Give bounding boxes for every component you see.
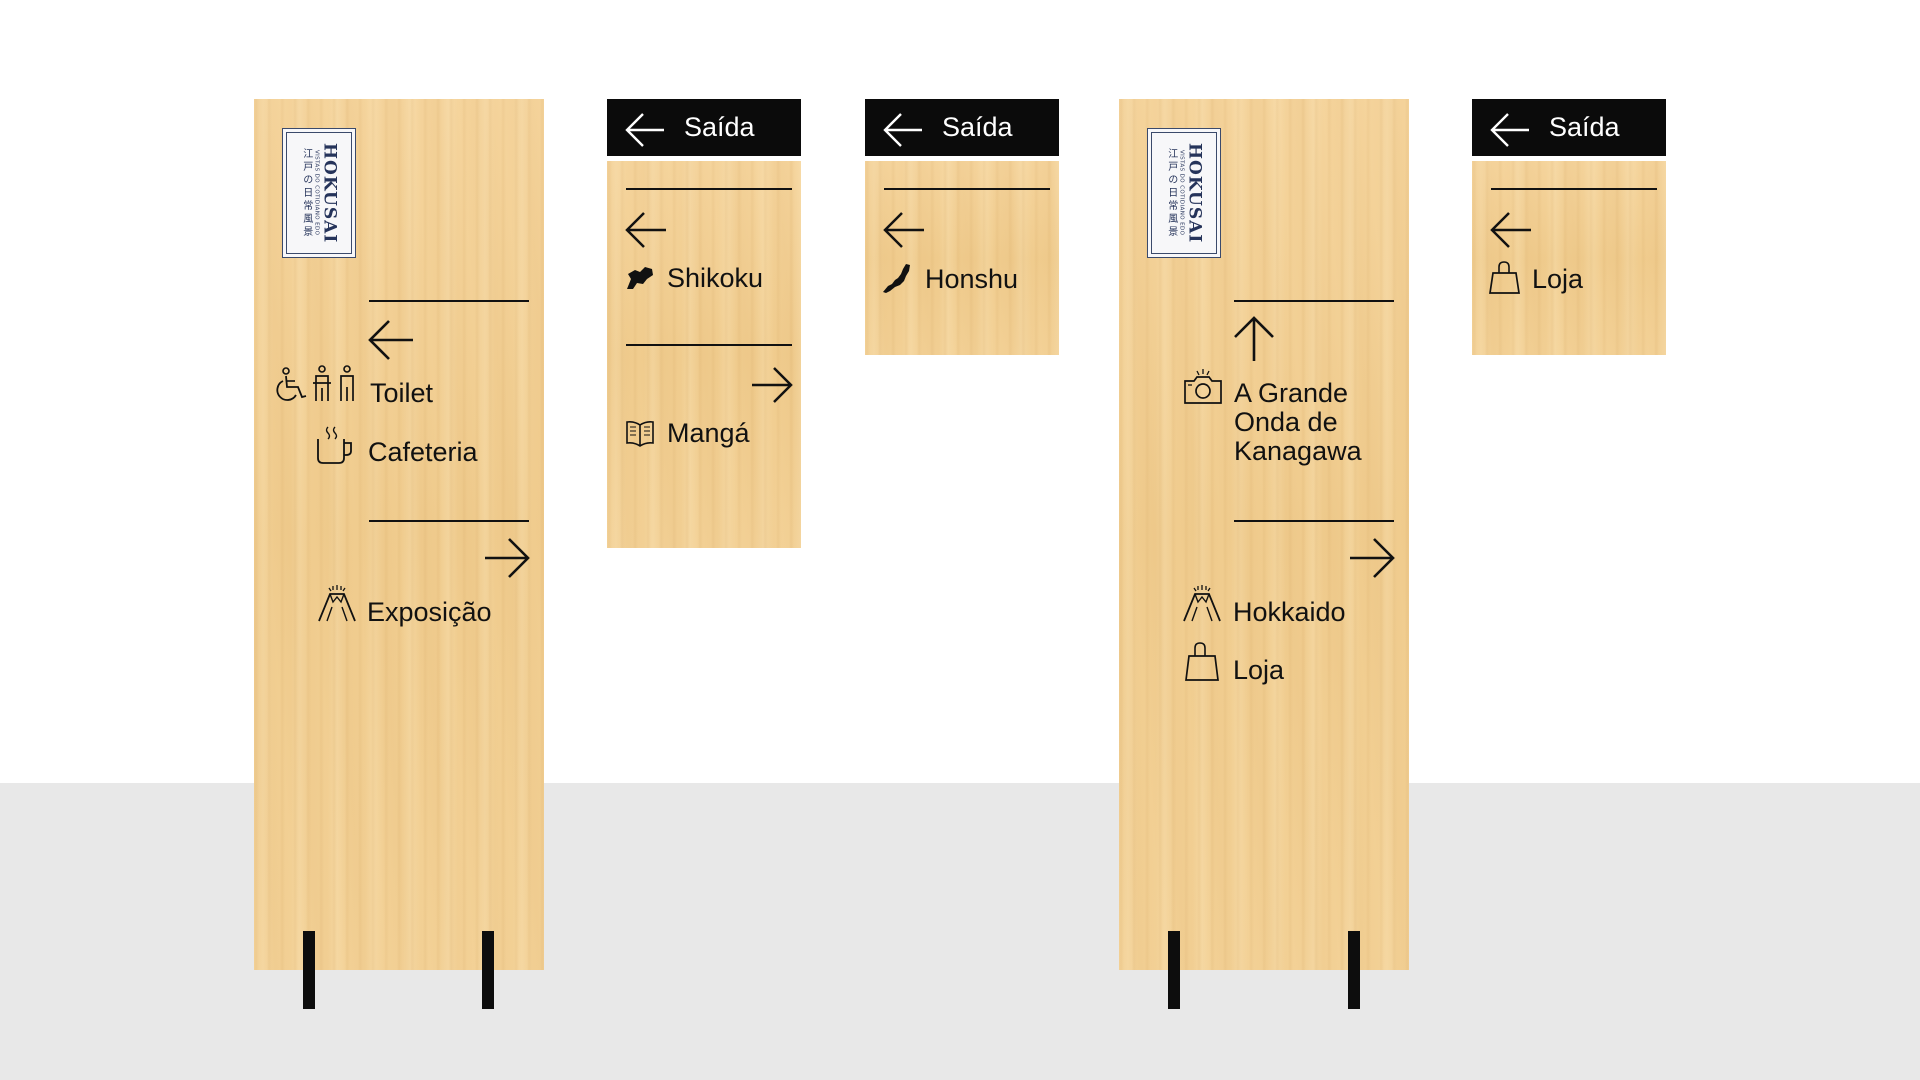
logo-subtitle: VISTAS DO COTIDIANO EDO — [313, 150, 320, 236]
camera-icon — [1184, 369, 1222, 404]
accessible-icon — [276, 367, 307, 401]
honshu-label: Honshu — [925, 264, 1019, 294]
honshu-island-icon — [883, 264, 910, 293]
arrow-right-icon — [752, 367, 793, 403]
logo-subtitle: VISTAS DO COTIDIANO EDO — [1178, 150, 1185, 236]
hanging-sign-1: Saída Shikoku Mangá — [607, 99, 801, 548]
arrow-left-icon — [625, 212, 666, 248]
arrow-left-icon — [883, 212, 924, 248]
logo-japanese: 江戸の日常風景 — [1165, 147, 1177, 239]
divider-rule — [626, 344, 792, 346]
grande-onda-label: A Grande Onda de Kanagawa — [1234, 379, 1404, 466]
cafeteria-label: Cafeteria — [368, 437, 478, 467]
shikoku-label: Shikoku — [667, 263, 764, 293]
hanging-sign-3: Saída Loja — [1472, 99, 1666, 355]
loja-label: Loja — [1233, 655, 1285, 685]
sign-panel: Shikoku Mangá — [607, 161, 801, 548]
wayfinding-pylon-left: HOKUSAI VISTAS DO COTIDIANO EDO 江戸の日常風景 … — [254, 99, 544, 970]
exposicao-label: Exposição — [367, 597, 492, 627]
arrow-left-icon — [625, 113, 664, 147]
restroom-icon — [340, 365, 354, 401]
arrow-left-icon — [883, 113, 922, 147]
exit-header: Saída — [607, 99, 801, 156]
label-line: Kanagawa — [1234, 436, 1362, 466]
divider-rule — [369, 520, 529, 522]
pylon-right-leg — [1168, 931, 1180, 1009]
divider-rule — [626, 188, 792, 190]
open-book-icon — [626, 421, 654, 447]
hokusai-logo: HOKUSAI VISTAS DO COTIDIANO EDO 江戸の日常風景 — [282, 128, 356, 258]
pylon-left-leg — [482, 931, 494, 1009]
arrow-left-icon — [1490, 212, 1531, 248]
label-line: Onda de — [1234, 407, 1338, 437]
logo-japanese: 江戸の日常風景 — [300, 147, 312, 239]
arrow-left-icon — [1490, 113, 1529, 147]
logo-title: HOKUSAI — [1184, 142, 1205, 244]
arrow-right-icon — [1350, 538, 1395, 578]
hanging-sign-2: Saída Honshu — [865, 99, 1059, 355]
shikoku-island-icon — [627, 267, 653, 289]
divider-rule — [1491, 188, 1657, 190]
manga-label: Mangá — [667, 418, 750, 448]
toilet-label: Toilet — [370, 378, 434, 408]
exit-header: Saída — [1472, 99, 1666, 156]
exit-label: Saída — [942, 112, 1013, 142]
coffee-cup-icon — [317, 426, 352, 464]
exit-header: Saída — [865, 99, 1059, 156]
arrow-up-icon — [1234, 316, 1274, 361]
loja-label: Loja — [1532, 264, 1584, 294]
divider-rule — [1234, 300, 1394, 302]
mount-fuji-icon — [1183, 585, 1221, 622]
pylon-left-leg — [303, 931, 315, 1009]
arrow-left-icon — [368, 320, 413, 360]
sign-panel: Honshu — [865, 161, 1059, 355]
divider-rule — [1234, 520, 1394, 522]
exit-label: Saída — [1549, 112, 1620, 142]
hokkaido-label: Hokkaido — [1233, 597, 1346, 627]
shopping-bag-icon — [1489, 261, 1520, 294]
mount-fuji-icon — [318, 585, 356, 622]
baby-changing-icon — [313, 365, 331, 401]
sign-panel: Loja — [1472, 161, 1666, 355]
divider-rule — [884, 188, 1050, 190]
divider-rule — [369, 300, 529, 302]
label-line: A Grande — [1234, 378, 1349, 408]
shopping-bag-icon — [1185, 642, 1219, 681]
arrow-right-icon — [485, 538, 530, 578]
exit-label: Saída — [684, 112, 755, 142]
logo-title: HOKUSAI — [319, 142, 340, 244]
wayfinding-pylon-right: HOKUSAI VISTAS DO COTIDIANO EDO 江戸の日常風景 … — [1119, 99, 1409, 970]
hokusai-logo: HOKUSAI VISTAS DO COTIDIANO EDO 江戸の日常風景 — [1147, 128, 1221, 258]
pylon-right-leg — [1348, 931, 1360, 1009]
